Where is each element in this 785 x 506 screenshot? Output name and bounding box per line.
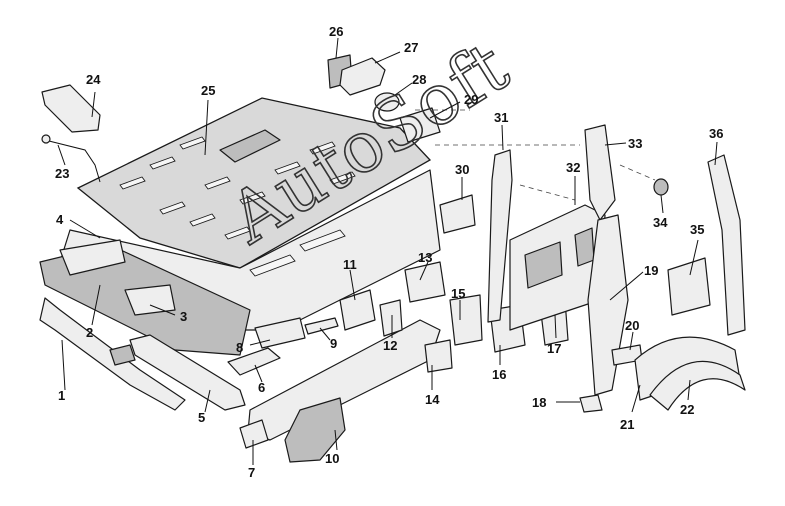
part-small-parts-9-11-12 bbox=[304, 289, 403, 337]
part-long-member-5 bbox=[129, 334, 246, 411]
callout-19: 19 bbox=[644, 263, 658, 278]
callout-10: 10 bbox=[325, 451, 339, 466]
callout-16: 16 bbox=[492, 367, 506, 382]
part-panel-30 bbox=[439, 194, 476, 234]
callout-11: 11 bbox=[343, 257, 357, 272]
callout-17: 17 bbox=[547, 341, 561, 356]
part-front-crossmember-2 bbox=[39, 239, 251, 356]
callout-25: 25 bbox=[201, 83, 215, 98]
callout-6: 6 bbox=[258, 380, 265, 395]
callout-labels: 1 2 3 4 5 6 7 8 9 10 11 12 13 14 15 16 1… bbox=[55, 24, 723, 480]
callout-28: 28 bbox=[412, 72, 426, 87]
callout-29: 29 bbox=[464, 92, 478, 107]
part-quarter-pillar-36 bbox=[707, 154, 746, 336]
callout-12: 12 bbox=[383, 338, 397, 353]
callout-30: 30 bbox=[455, 162, 469, 177]
part-wheel-arch-21-22 bbox=[634, 336, 746, 411]
callout-2: 2 bbox=[86, 325, 93, 340]
part-floor-panel-25 bbox=[76, 97, 432, 269]
callout-35: 35 bbox=[690, 222, 704, 237]
part-top-small-parts-26-29 bbox=[327, 54, 441, 143]
callout-14: 14 bbox=[425, 392, 440, 407]
part-bracket-35 bbox=[667, 257, 711, 316]
callout-22: 22 bbox=[680, 402, 694, 417]
callout-23: 23 bbox=[55, 166, 69, 181]
callout-1: 1 bbox=[58, 388, 65, 403]
callout-32: 32 bbox=[566, 160, 580, 175]
part-outrigger-10 bbox=[284, 397, 346, 463]
callout-33: 33 bbox=[628, 136, 642, 151]
leader-lines bbox=[57, 37, 718, 465]
part-jack-23-24 bbox=[41, 84, 101, 183]
callout-18: 18 bbox=[532, 395, 546, 410]
callout-3: 3 bbox=[180, 309, 187, 324]
callout-8: 8 bbox=[236, 340, 243, 355]
callout-36: 36 bbox=[709, 126, 723, 141]
part-pillar-31 bbox=[487, 149, 513, 323]
callout-20: 20 bbox=[625, 318, 639, 333]
callout-21: 21 bbox=[620, 417, 634, 432]
callout-27: 27 bbox=[404, 40, 418, 55]
part-side-rail-1 bbox=[39, 297, 186, 411]
callout-9: 9 bbox=[330, 336, 337, 351]
part-pillar-33 bbox=[584, 124, 616, 221]
callout-13: 13 bbox=[418, 250, 432, 265]
callout-4: 4 bbox=[56, 212, 64, 227]
part-plug-34 bbox=[653, 178, 669, 196]
callout-7: 7 bbox=[248, 465, 255, 480]
callout-34: 34 bbox=[653, 215, 668, 230]
callout-5: 5 bbox=[198, 410, 205, 425]
callout-24: 24 bbox=[86, 72, 101, 87]
callout-26: 26 bbox=[329, 24, 343, 39]
callout-15: 15 bbox=[451, 286, 465, 301]
callout-31: 31 bbox=[494, 110, 508, 125]
part-bracket-18 bbox=[579, 394, 603, 413]
